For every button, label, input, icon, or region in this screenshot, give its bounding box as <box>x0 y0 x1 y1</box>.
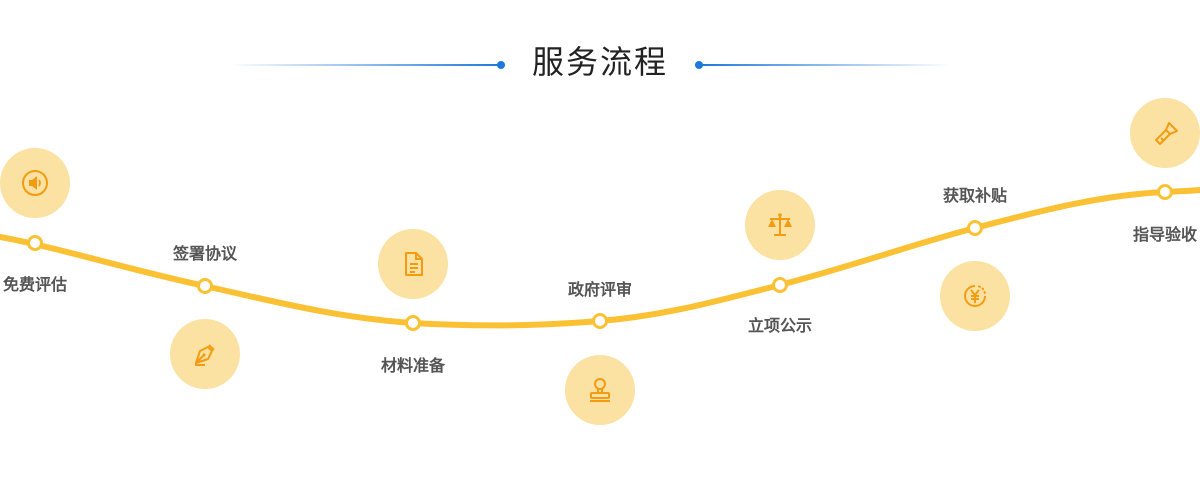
step-node-2 <box>197 278 213 294</box>
speaker-icon <box>22 170 48 196</box>
page-title: 服务流程 <box>531 43 668 81</box>
step-node-4 <box>592 313 608 329</box>
step-label-5: 立项公示 <box>747 316 813 335</box>
step-circle-1[interactable] <box>0 148 70 218</box>
step-label-7: 指导验收 <box>1132 225 1198 244</box>
yen-coin-icon <box>964 285 986 307</box>
step-circle-5[interactable] <box>745 190 815 260</box>
step-label-3: 材料准备 <box>380 356 446 375</box>
pen-nib-icon <box>195 344 215 366</box>
step-circle-4[interactable] <box>565 355 635 425</box>
title-left-line <box>230 64 502 66</box>
step-node-1 <box>27 235 43 251</box>
step-label-2: 签署协议 <box>172 244 238 263</box>
title-left-dot <box>497 61 505 69</box>
title-right-line <box>698 64 950 66</box>
scale-icon <box>768 213 792 236</box>
step-circle-2[interactable] <box>170 319 240 389</box>
stamp-icon <box>590 378 610 402</box>
step-circle-6[interactable] <box>940 261 1010 331</box>
step-label-1: 免费评估 <box>2 275 68 294</box>
step-circle-3[interactable] <box>378 229 448 299</box>
step-node-6 <box>967 220 983 236</box>
step-label-6: 获取补贴 <box>942 186 1008 205</box>
step-node-7 <box>1157 184 1173 200</box>
document-icon <box>405 252 423 276</box>
step-circle-7[interactable] <box>1130 98 1200 168</box>
flashlight-icon <box>1155 122 1178 145</box>
step-node-3 <box>405 315 421 331</box>
step-node-5 <box>772 277 788 293</box>
section-header: 服务流程 <box>0 0 1200 120</box>
step-label-4: 政府评审 <box>567 280 633 299</box>
